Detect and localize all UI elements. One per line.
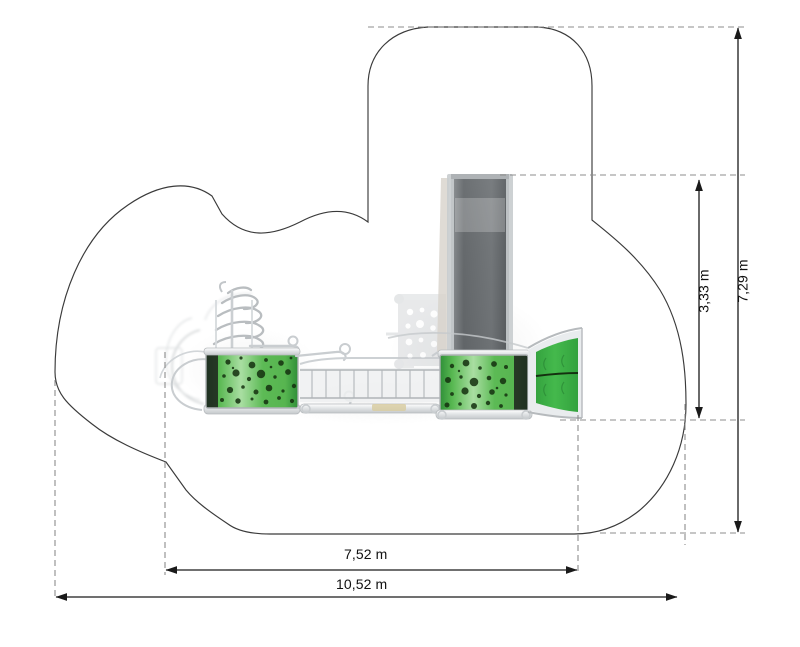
dimension-label-equipment-width: 7,52 m [344, 546, 388, 562]
slide [437, 174, 513, 356]
left-back-elements [155, 293, 253, 405]
extension-lines [54, 26, 745, 598]
dimension-label-total-width: 10,52 m [336, 576, 388, 592]
metal-walkway-bridge [299, 357, 441, 414]
dimension-lines [55, 27, 742, 601]
safety-zone-outline [54, 26, 687, 535]
dimension-label-equipment-depth: 3,33 m [695, 269, 712, 313]
curved-green-slide-panel [387, 327, 583, 419]
dimension-label-total-depth: 7,29 m [734, 259, 751, 303]
panel-perforations [220, 356, 297, 405]
left-platform [159, 343, 355, 415]
panel-perforations [444, 359, 508, 409]
safety-zone-boundary [54, 26, 687, 535]
right-platform [431, 349, 533, 420]
